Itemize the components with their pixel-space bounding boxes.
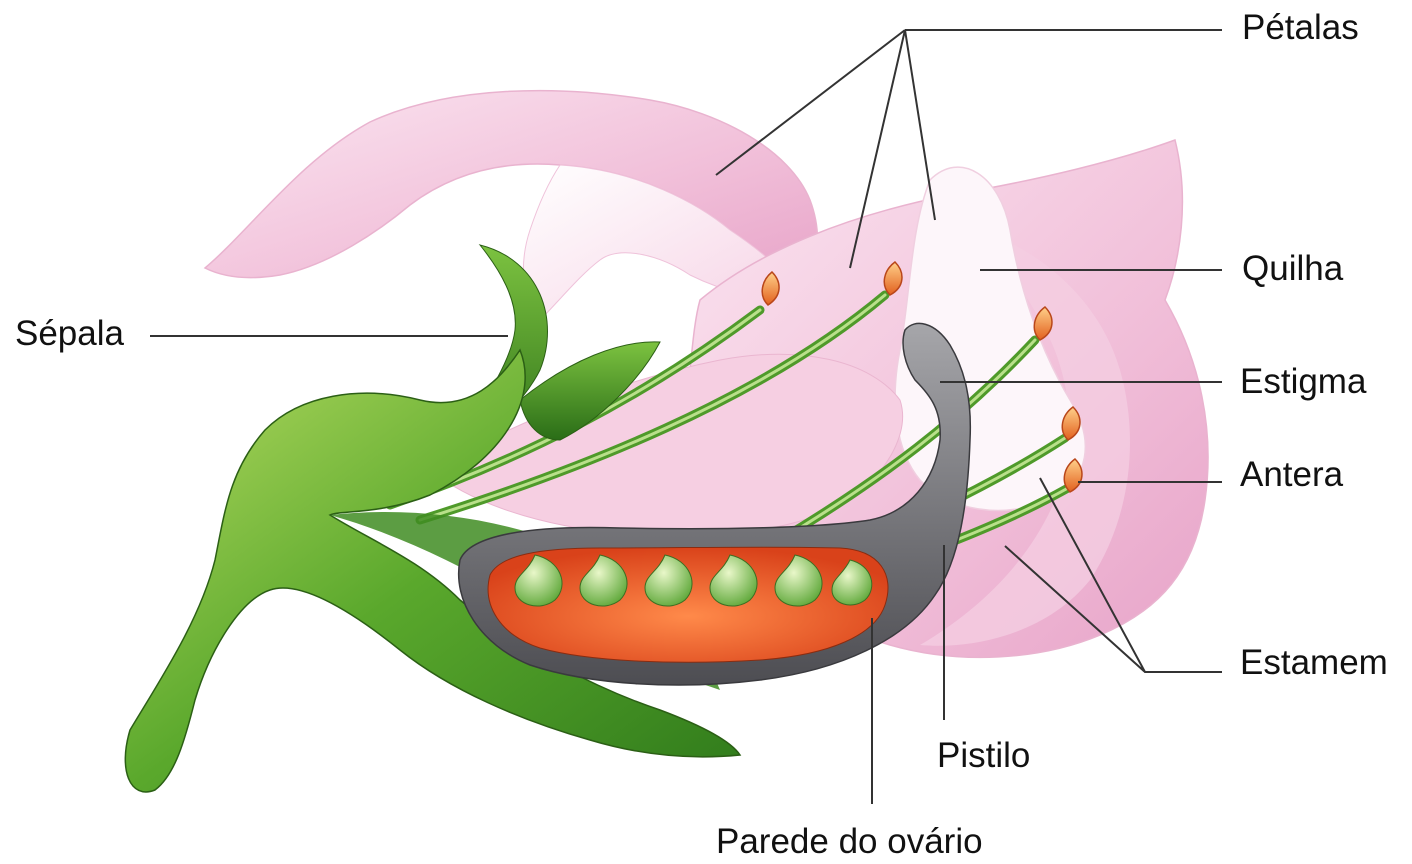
label-sepala: Sépala (15, 316, 124, 351)
label-estamem: Estamem (1240, 645, 1388, 680)
label-pistilo: Pistilo (937, 738, 1030, 773)
label-quilha: Quilha (1242, 251, 1343, 286)
label-estigma: Estigma (1240, 364, 1366, 399)
label-antera: Antera (1240, 457, 1343, 492)
label-petalas: Pétalas (1242, 10, 1359, 45)
label-parede-do-ovario: Parede do ovário (716, 824, 983, 859)
